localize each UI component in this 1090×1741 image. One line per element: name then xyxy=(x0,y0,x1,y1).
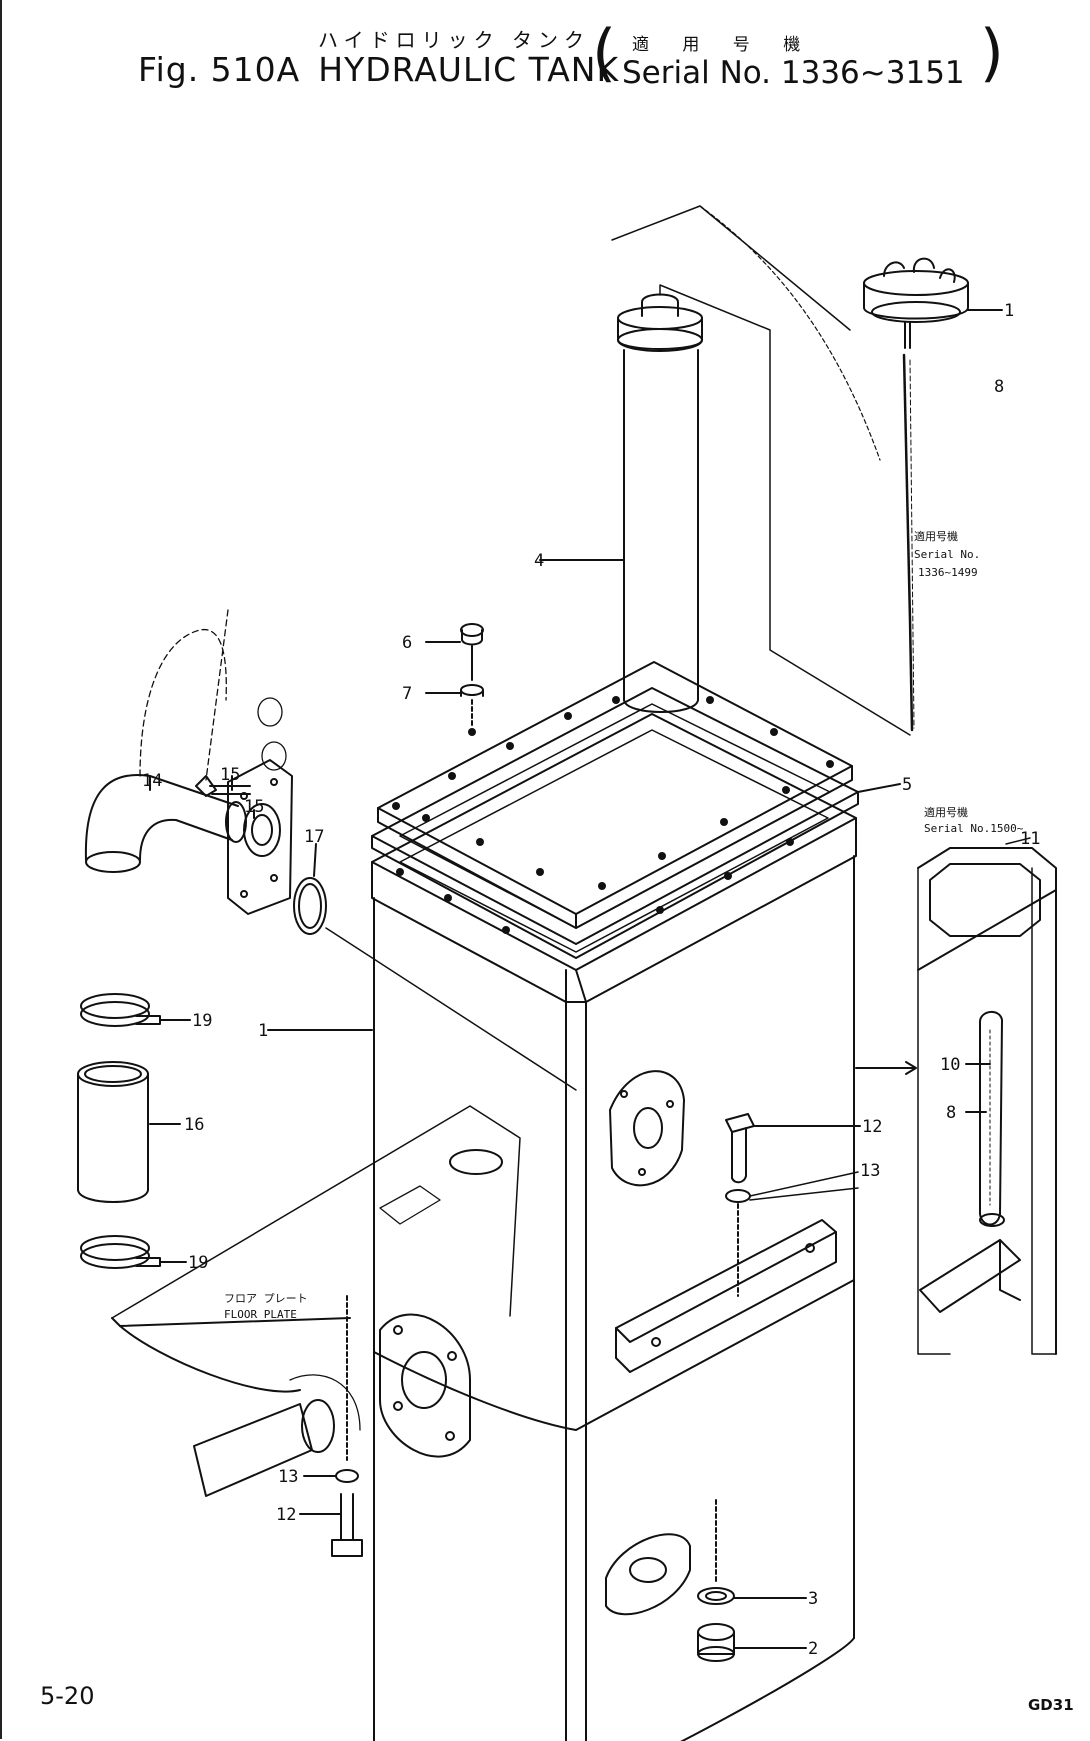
callout-19-bottom: 19 xyxy=(188,1253,208,1273)
leader-line-c17 xyxy=(313,843,317,877)
callout-15a: 15 xyxy=(220,765,240,785)
serial-japanese: 適 用 号 機 xyxy=(632,35,815,55)
callout-15b: 15 xyxy=(244,797,264,817)
bolt-12-right xyxy=(725,1113,755,1184)
bolt-12-left xyxy=(331,1493,363,1557)
callout-16: 16 xyxy=(184,1115,204,1135)
callout-6-top: 8 xyxy=(994,377,1004,397)
filler-tube xyxy=(617,293,703,713)
hose-16 xyxy=(77,1061,149,1203)
inset-note-jp: 適用号機 xyxy=(924,805,968,819)
dipstick-note-jp: 適用号機 xyxy=(914,529,958,543)
inset-panel xyxy=(917,847,1057,1355)
callout-12-right: 12 xyxy=(862,1117,882,1137)
model-code: GD31 xyxy=(1028,1696,1074,1714)
cover-hatch-line xyxy=(699,205,881,461)
callout-12-left: 12 xyxy=(276,1505,296,1525)
bolt-6 xyxy=(460,623,484,681)
side-port-flange xyxy=(609,1070,685,1187)
washer-13-right xyxy=(725,1189,751,1203)
callout-1-top: 1 xyxy=(1004,301,1014,321)
callout-4: 4 xyxy=(534,551,544,571)
cover-bolt-holes xyxy=(392,696,834,934)
elbow-hose-14 xyxy=(84,774,247,873)
guide-line xyxy=(659,284,911,736)
title-japanese: ハイドロリック タンク xyxy=(318,28,590,52)
callout-3: 3 xyxy=(808,1589,818,1609)
cover-hatch-line xyxy=(611,205,851,331)
close-paren: ) xyxy=(979,16,1004,89)
dipstick-note-range: 1336~1499 xyxy=(918,566,978,579)
washer-3 xyxy=(697,1587,735,1605)
drain-flange xyxy=(605,1533,691,1616)
suction-flange xyxy=(379,1313,471,1458)
callout-19-top: 19 xyxy=(192,1011,212,1031)
callout-7: 7 xyxy=(402,684,412,704)
leader-line-c11 xyxy=(1005,837,1031,845)
washer-13-left xyxy=(335,1469,359,1483)
serial-range: Serial No. 1336~3151 xyxy=(622,55,965,91)
hose-path xyxy=(139,628,227,777)
o-ring-guide xyxy=(325,927,577,1091)
breather-cap xyxy=(863,257,969,349)
serial-range-block: ( 適 用 号 機 Serial No. 1336~3151 ) xyxy=(592,18,1004,98)
figure-label: Fig. 510A xyxy=(138,50,301,89)
hose-clamp-19-top xyxy=(80,993,161,1027)
callout-13-right: 13 xyxy=(860,1161,880,1181)
inset-note-serial: Serial No.1500~ xyxy=(924,822,1024,835)
leader-line-c13-right xyxy=(749,1171,859,1201)
drain-plug-2 xyxy=(697,1623,735,1662)
bolt-15 xyxy=(195,775,251,797)
washer-7 xyxy=(460,684,484,697)
callout-14: 14 xyxy=(142,771,162,791)
hydraulic-tank-body xyxy=(371,713,857,1741)
callout-13-left: 13 xyxy=(278,1467,298,1487)
dipstick-note-serial: Serial No. xyxy=(914,548,980,561)
page-title: Fig. 510A HYDRAULIC TANK xyxy=(138,50,619,89)
callout-6: 6 xyxy=(402,633,412,653)
callout-1-main: 1 xyxy=(258,1021,268,1041)
o-ring-17 xyxy=(293,877,327,935)
suction-pipe xyxy=(193,1374,361,1497)
open-paren: ( xyxy=(592,16,617,89)
callout-2: 2 xyxy=(808,1639,818,1659)
floor-plate-jp: フロア プレート xyxy=(224,1292,308,1305)
callout-17: 17 xyxy=(304,827,324,847)
callout-5: 5 xyxy=(902,775,912,795)
callout-10: 10 xyxy=(940,1055,960,1075)
callout-11: 11 xyxy=(1020,829,1040,849)
figure-name: HYDRAULIC TANK xyxy=(318,50,620,89)
floor-plate-en: FLOOR PLATE xyxy=(224,1308,297,1321)
floor-plate xyxy=(111,1105,521,1393)
leader-line-c5 xyxy=(857,783,901,793)
dipstick xyxy=(902,353,914,732)
mounting-bracket xyxy=(615,1219,837,1373)
callout-8-inset: 8 xyxy=(946,1103,956,1123)
hose-clamp-19-bottom xyxy=(80,1235,161,1269)
page-number: 5-20 xyxy=(40,1682,95,1710)
